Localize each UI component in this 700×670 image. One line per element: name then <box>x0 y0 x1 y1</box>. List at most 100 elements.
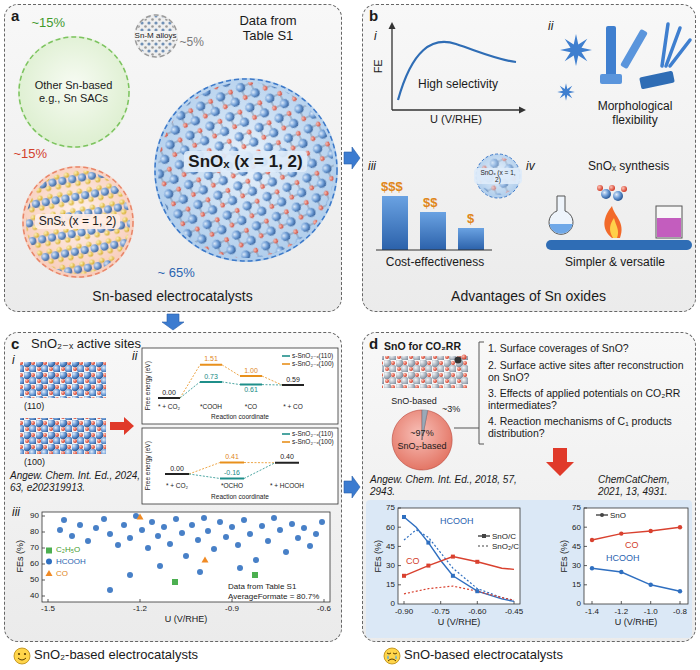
energy-value: 0.40 <box>280 453 294 461</box>
mood-face <box>24 653 26 655</box>
question-text: 4. Reaction mechanisms of C₁ products di… <box>488 415 694 439</box>
synthesis-apparatus <box>604 206 621 238</box>
flow-arrow <box>162 314 184 330</box>
scatter-plot <box>202 557 209 563</box>
scatter-plot <box>157 563 163 569</box>
free-energy-diagram <box>189 463 275 479</box>
tick-label: -1.2 <box>133 604 147 613</box>
sno-model <box>392 410 452 470</box>
pie-label: ~97% <box>410 428 433 438</box>
free-energy-diagram <box>282 363 290 365</box>
selectivity-plot <box>389 22 396 29</box>
tick-label: 30 <box>572 561 581 570</box>
fe-plots <box>404 517 514 601</box>
free-energy-diagram <box>200 382 262 385</box>
morphology-shapes <box>557 24 690 101</box>
fe-plots <box>402 555 479 578</box>
selectivity-plot <box>392 28 520 110</box>
circle-outline <box>23 167 133 277</box>
scatter-plot <box>237 565 243 571</box>
synthesis-apparatus <box>621 186 627 192</box>
scatter-plot <box>127 535 133 541</box>
scatter-plot <box>183 553 189 559</box>
series-label: HCOOH <box>606 553 640 563</box>
fe-plots <box>366 500 692 638</box>
scatter-plot <box>205 528 211 534</box>
fe-plots <box>590 566 594 570</box>
question-text: 1. Surface coverages of SnO? <box>488 342 694 354</box>
fe-plots <box>592 568 680 591</box>
scatter-plot <box>313 531 319 537</box>
scatter-plot <box>69 533 75 539</box>
scatter-plot <box>241 517 247 523</box>
fe-plots <box>426 541 430 545</box>
synthesis-apparatus <box>546 185 692 250</box>
pie-label: ~3% <box>442 404 460 414</box>
category-circle-fill <box>154 78 338 262</box>
scatter-plot <box>301 525 307 531</box>
synthesis-apparatus <box>613 191 623 201</box>
selectivity-plot <box>398 42 516 100</box>
fe-plots <box>475 560 479 564</box>
scatter-plot <box>137 514 144 520</box>
subpanel-index: iv <box>526 160 535 174</box>
tick-label: -0.60 <box>468 607 486 616</box>
category-circle: Sn-M alloys~5% <box>134 14 178 58</box>
scatter-plot <box>93 525 99 531</box>
tick-label: -0.8 <box>673 607 687 616</box>
panel-title: SnO₂₋ₓ active sites <box>31 337 141 352</box>
scatter-plot <box>265 538 271 544</box>
tick-label: 60 <box>572 523 581 532</box>
axis-title: Reaction coordinate <box>211 493 269 500</box>
cost-bars <box>420 212 446 250</box>
scatter-plot <box>295 535 301 541</box>
scatter-plot <box>223 534 229 540</box>
synthesis-apparatus <box>657 218 681 237</box>
scatter-plot <box>61 517 67 523</box>
fe-plots <box>678 525 682 529</box>
sno-model <box>454 342 484 444</box>
tick-label: -1.5 <box>41 604 55 613</box>
tick-label: 50 <box>30 575 39 584</box>
summary-caption: SnO-based electrocatalysts <box>404 648 563 663</box>
tick-label: 40 <box>30 591 39 600</box>
scatter-plot <box>155 533 161 539</box>
scatter-plot <box>217 519 223 525</box>
circle-outline <box>19 37 129 147</box>
scatter-plot <box>172 579 178 585</box>
scatter-plot <box>46 548 52 554</box>
axis-title: FEs (%) <box>15 540 25 573</box>
legend-text: SnO/C <box>492 532 516 541</box>
scatter-plot <box>179 530 185 536</box>
tick-label: 45 <box>572 542 581 551</box>
energy-value: 0.00 <box>170 465 184 473</box>
tick-label: 30 <box>386 561 395 570</box>
panel-box: aSn-based electrocatalysts~15%Other Sn-b… <box>4 4 342 312</box>
scatter-plot <box>319 519 325 525</box>
pie-label: SnO-based <box>391 396 437 406</box>
axis-title: FEs (%) <box>559 540 569 573</box>
tick-label: 0 <box>391 599 395 608</box>
plot-annotation: High selectivity <box>418 78 498 92</box>
scatter-plot <box>145 545 151 551</box>
state-label: *COOH <box>200 403 222 410</box>
cost-symbol: $ <box>467 212 474 227</box>
subpanel-index: ii <box>132 350 137 364</box>
free-energy-diagram <box>220 478 244 480</box>
category-circle: ~15%SnSₓ (x = 1, 2) <box>22 166 134 278</box>
morphology-shapes <box>606 26 616 82</box>
summary-caption: SnO₂-based electrocatalysts <box>34 648 198 663</box>
scatter-plot <box>121 522 127 528</box>
mood-face <box>387 653 397 654</box>
tick-label: 45 <box>386 542 395 551</box>
sno-model <box>382 356 468 388</box>
mood-face <box>18 658 26 660</box>
cost-symbol: $$$ <box>381 180 403 195</box>
tick-label: 75 <box>572 503 581 512</box>
tick-label: -0.9 <box>225 604 239 613</box>
legend-text: C₂H₅O <box>56 545 80 554</box>
sno-model <box>546 448 574 476</box>
tick-label: -0.75 <box>432 607 450 616</box>
morphology-shapes <box>620 29 648 69</box>
